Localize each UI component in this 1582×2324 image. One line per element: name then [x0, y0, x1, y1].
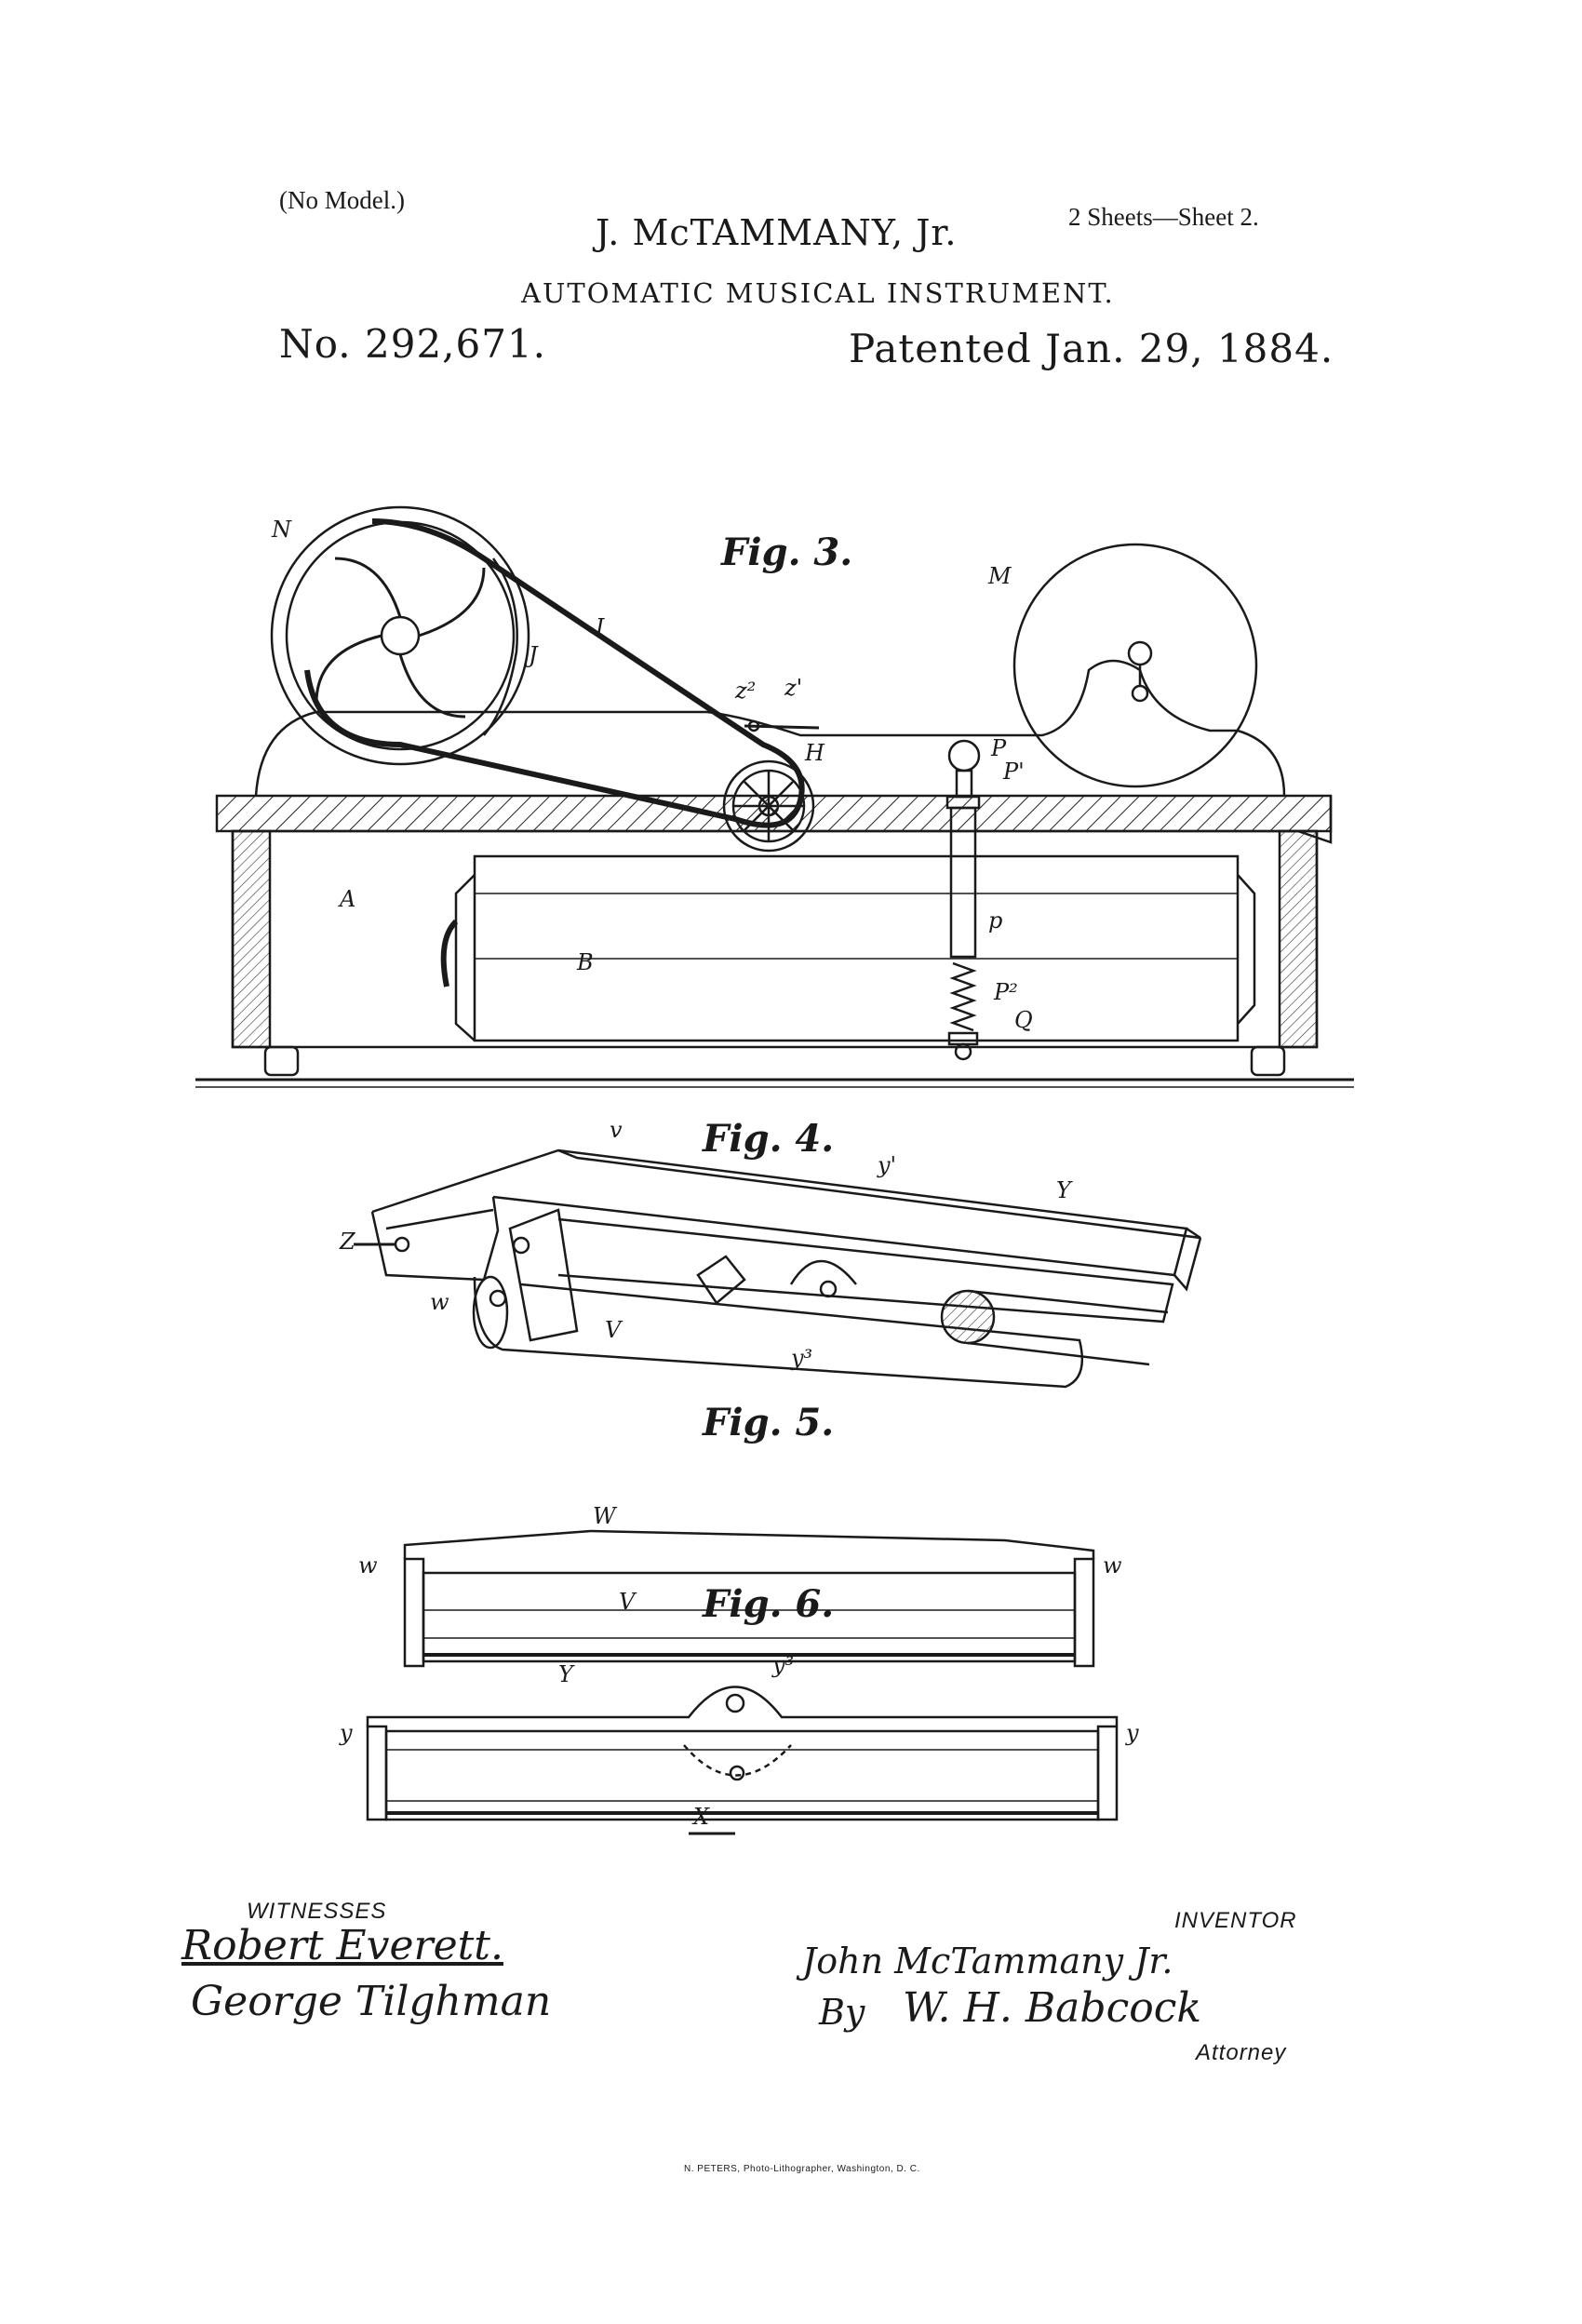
fig5-drawing [403, 1529, 1095, 1668]
fig4-ref-y1: y' [878, 1152, 897, 1178]
patent-title: AUTOMATIC MUSICAL INSTRUMENT. [521, 277, 1115, 309]
fig6-ref-y-right: y [1126, 1720, 1139, 1746]
fig3-drawing [195, 505, 1354, 1088]
fig3-ref-a: A [340, 886, 356, 912]
fig3-ref-p2: P² [994, 979, 1018, 1005]
fig5-label: Fig. 5. [703, 1401, 835, 1444]
fig5-ref-w-right: w [1103, 1552, 1122, 1578]
no-model-note: (No Model.) [279, 186, 405, 214]
fig5-ref-v: V [619, 1589, 636, 1615]
spring-p2 [949, 961, 977, 1032]
fig6-label: Fig. 6. [703, 1582, 835, 1626]
fig3-ref-z1: z' [784, 675, 803, 701]
fig3-ref-p1: P' [1003, 759, 1025, 785]
fig4-ref-w: w [430, 1289, 449, 1315]
fig6-ref-y3: y³ [772, 1652, 795, 1678]
roller-v [422, 1571, 1077, 1663]
fig3-ref-j: J [529, 642, 538, 668]
witness-signature-2: George Tilghman [191, 1978, 552, 2025]
keyhole [1127, 640, 1153, 666]
wheel-n [270, 505, 530, 766]
inventor-name-header: J. McTAMMANY, Jr. [596, 212, 958, 253]
fig5-ref-w-upper: W [593, 1503, 616, 1529]
attorney-label: Attorney [1196, 2040, 1287, 2065]
frame-w [403, 1529, 1095, 1559]
fig4-ref-v-top: v [610, 1117, 623, 1143]
inventor-signature: John McTammany Jr. [802, 1941, 1173, 1981]
roller-x [384, 1729, 1100, 1821]
fig3-ref-m: M [988, 563, 1012, 589]
fig3-ref-h: H [805, 740, 825, 766]
fig3-ref-n: N [272, 517, 291, 543]
fig3-label: Fig. 3. [721, 531, 853, 574]
patent-number: No. 292,671. [279, 321, 547, 367]
fig4-drawing [354, 1149, 1202, 1389]
top-plate [215, 794, 1333, 833]
fig4-ref-y3: y³ [791, 1345, 813, 1371]
fig3-ref-i: I [596, 614, 605, 640]
cylinder-b [473, 854, 1240, 1042]
inventor-label: INVENTOR [1174, 1908, 1297, 1933]
fig3-ref-q: Q [1014, 1007, 1033, 1033]
rod-p [949, 806, 977, 959]
foot-left [263, 1045, 300, 1077]
sheet-count: 2 Sheets—Sheet 2. [1068, 203, 1259, 231]
fig6-ref-x: X [693, 1804, 710, 1830]
by-label: By [819, 1992, 865, 2033]
fig6-ref-y-left: y [340, 1720, 353, 1746]
disc-m [1012, 543, 1258, 788]
case-a [231, 829, 1319, 1049]
fig6-ref-y-upper: Y [558, 1661, 573, 1687]
fig3-ref-p: P [991, 735, 1007, 761]
fig4-ref-v: V [605, 1317, 622, 1343]
fig4-label: Fig. 4. [703, 1117, 835, 1161]
witnesses-label: WITNESSES [247, 1899, 387, 1924]
fig3-ref-p-small: p [988, 907, 1003, 934]
fig6-drawing [366, 1686, 1119, 1835]
fig5-ref-w-left: w [358, 1552, 378, 1578]
witness-signature-1: Robert Everett. [181, 1922, 503, 1969]
patented-date: Patented Jan. 29, 1884. [849, 326, 1334, 371]
fig4-ref-y: Y [1056, 1177, 1071, 1203]
frame-y [366, 1686, 1119, 1726]
fig3-ref-b: B [577, 949, 594, 975]
fig3-ref-z2: z² [735, 678, 757, 704]
attorney-signature: W. H. Babcock [903, 1984, 1202, 2032]
printer-credit: N. PETERS, Photo-Lithographer, Washingto… [684, 2164, 920, 2174]
knob-p [947, 739, 981, 772]
foot-right [1250, 1045, 1286, 1077]
fig4-ref-z: Z [340, 1229, 355, 1255]
end-block-z [370, 1196, 500, 1282]
